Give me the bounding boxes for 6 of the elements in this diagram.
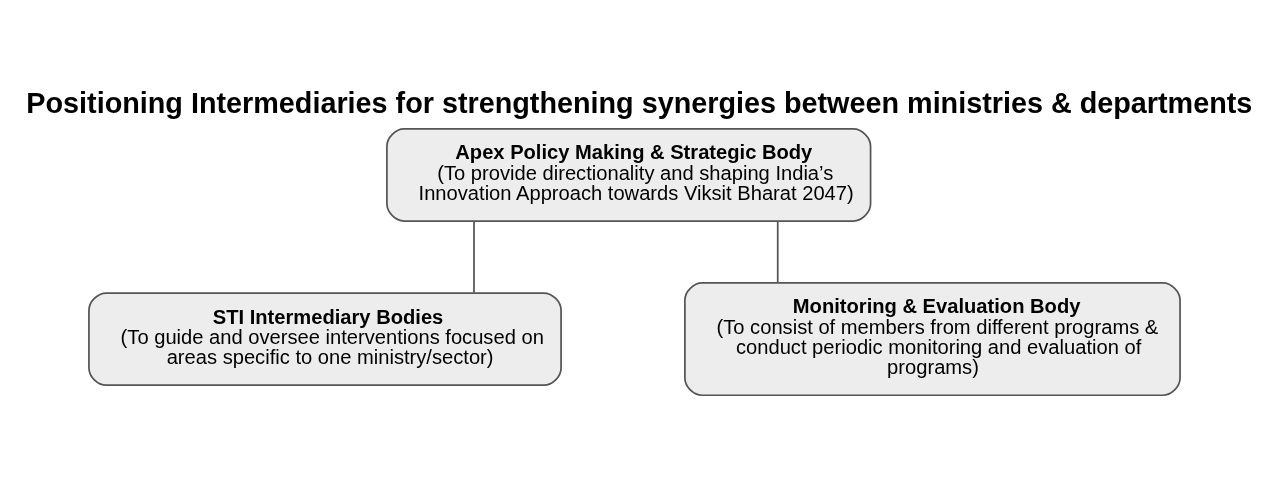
diagram-title: Positioning Intermediaries for strengthening synergies between ministries & departments	[26, 86, 1253, 119]
node-box: STI Intermediary Bodies (To guide and oversee interventions focused on areas specific to one ministry/sector)	[88, 291, 562, 386]
node-box: Apex Policy Making & Strategic Body (To provide directionality and shaping India’s Innovation Approach towards Viksit Bharat 2047)	[386, 127, 872, 222]
connector	[776, 219, 779, 284]
connector	[473, 219, 475, 294]
node-box: Monitoring & Evaluation Body (To consist of members from different programs & conduct periodic monitoring and evaluation of programs)	[684, 281, 1181, 396]
